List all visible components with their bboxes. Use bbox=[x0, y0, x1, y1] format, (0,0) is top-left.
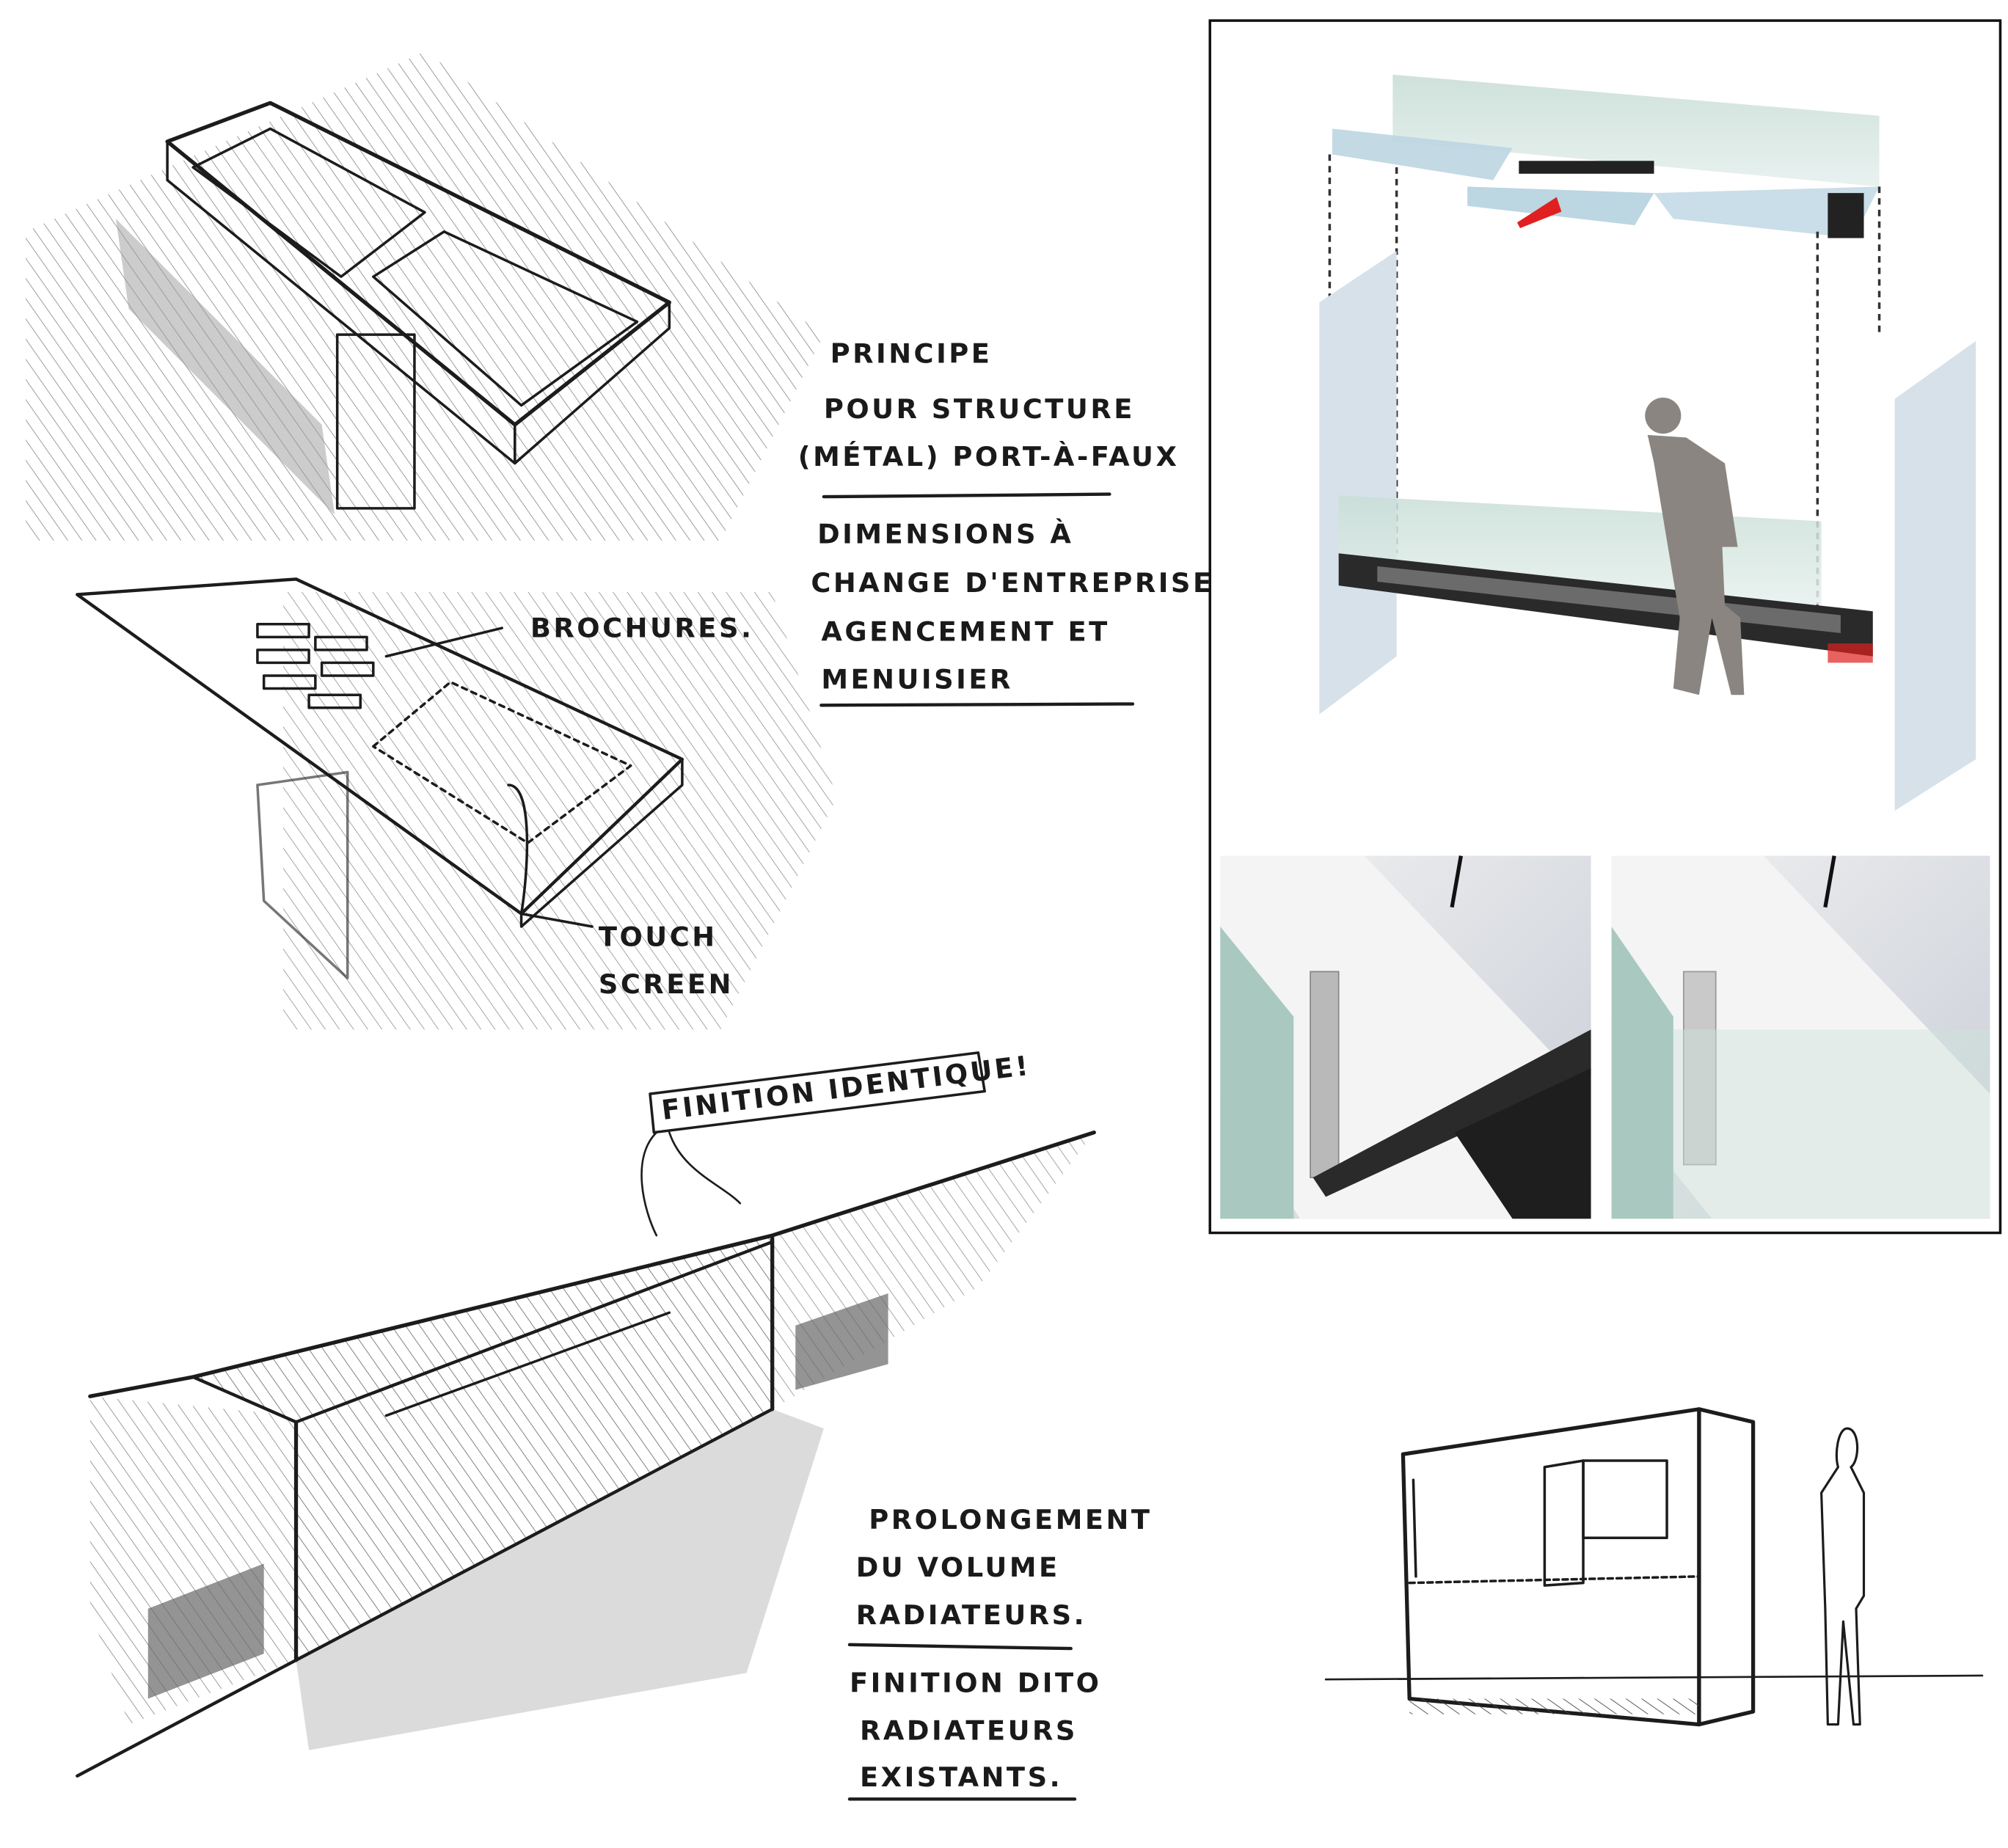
radiator-notes: PROLONGEMENT DU VOLUME RADIATEURS. FINIT… bbox=[847, 1504, 1152, 1801]
note-line: FINITION DITO bbox=[850, 1668, 1102, 1699]
touch-desk-sketch: BROCHURES. TOUCH SCREEN bbox=[76, 577, 837, 1030]
note-line: CHANGE D'ENTREPRISE bbox=[811, 567, 1213, 599]
note-line: AGENCEMENT ET bbox=[821, 616, 1109, 648]
note-line: DU VOLUME bbox=[856, 1552, 1060, 1583]
note-line: (MÉTAL) PORT-À-FAUX bbox=[798, 440, 1180, 472]
radiator-volume-sketch: FINITION IDENTIQUE! bbox=[76, 1050, 1096, 1778]
render-detail-left bbox=[1220, 855, 1591, 1219]
note-line: POUR STRUCTURE bbox=[824, 393, 1135, 425]
note-line: PRINCIPE bbox=[830, 338, 993, 370]
kiosk-cabinet-sketch bbox=[1324, 1407, 1984, 1727]
tag-finition-identique: FINITION IDENTIQUE! bbox=[649, 1050, 1032, 1134]
cantilever-desk-sketch bbox=[26, 51, 824, 541]
note-line: PROLONGEMENT bbox=[869, 1504, 1152, 1535]
note-line: RADIATEURS. bbox=[856, 1599, 1087, 1631]
human-figure-outline bbox=[1820, 1427, 1866, 1726]
note-line: MENUISIER bbox=[821, 663, 1013, 695]
label-screen: SCREEN bbox=[599, 968, 734, 1000]
render-detail-right bbox=[1611, 855, 1990, 1219]
render-panel bbox=[1208, 19, 2002, 1235]
note-line: DIMENSIONS À bbox=[817, 517, 1073, 549]
note-line: RADIATEURS bbox=[860, 1715, 1078, 1747]
label-touch: TOUCH bbox=[599, 921, 718, 952]
label-brochures: BROCHURES. bbox=[530, 612, 754, 643]
red-arrow-icon bbox=[1516, 197, 1562, 229]
steel-beam-top bbox=[1519, 161, 1654, 174]
brochure-slots bbox=[256, 623, 375, 709]
cantilever-notes: PRINCIPE POUR STRUCTURE (MÉTAL) PORT-À-F… bbox=[798, 338, 1213, 707]
svg-text:FINITION IDENTIQUE!: FINITION IDENTIQUE! bbox=[660, 1050, 1032, 1126]
human-silhouette bbox=[1645, 398, 1745, 695]
note-line: EXISTANTS. bbox=[860, 1761, 1062, 1793]
